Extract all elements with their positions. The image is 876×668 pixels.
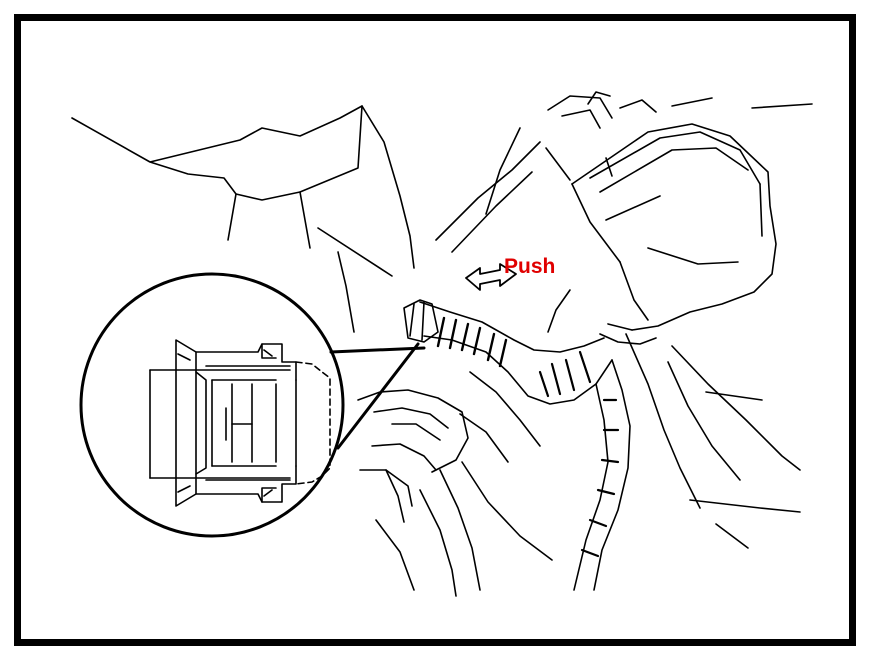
push-annotation-label: Push [504,255,556,278]
detail-callout [79,272,426,538]
control-unit-box [571,123,777,331]
body-panel-upper-left [71,105,415,333]
push-direction-arrow-icon [465,263,517,291]
body-panel-lower-right [547,289,801,549]
connector-body [403,299,439,343]
body-structure-lines [435,91,813,253]
connector-cross-section [149,339,331,507]
hand [357,371,553,597]
wire-harness [419,301,657,591]
